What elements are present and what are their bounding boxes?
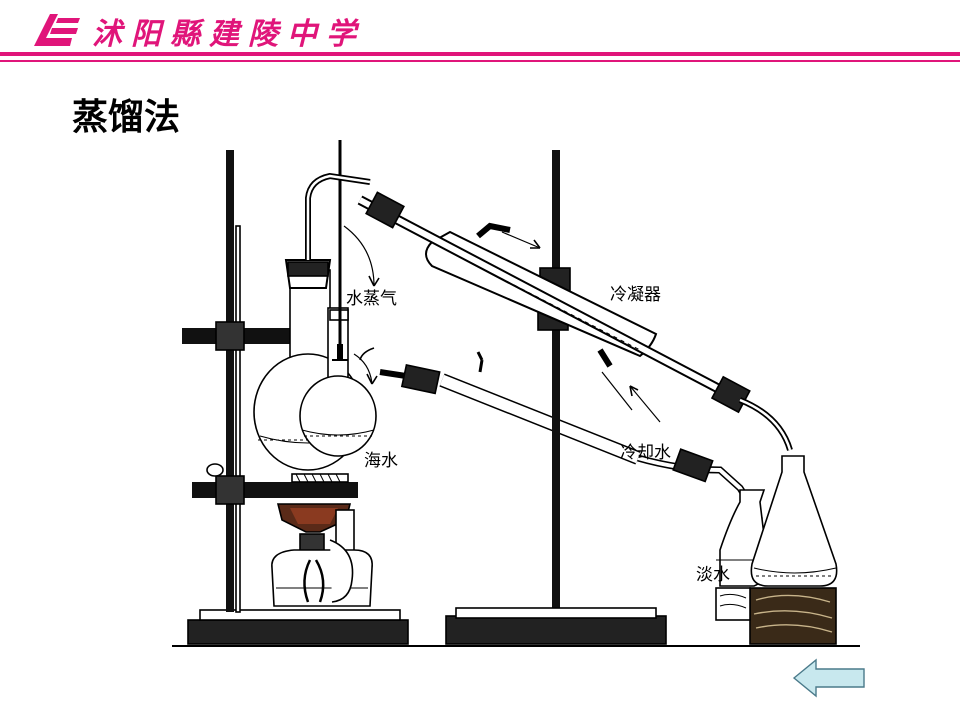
wooden-block [715, 587, 837, 645]
label-condenser: 冷凝器 [610, 285, 661, 305]
cooling-water-tube [379, 351, 763, 522]
middle-iron-stand [445, 150, 667, 645]
label-fresh-water: 淡水 [696, 565, 730, 585]
label-cooling-water: 冷却水 [620, 443, 671, 463]
header-rule-thin [0, 60, 960, 62]
alcohol-lamp [271, 503, 373, 607]
label-vapor: 水蒸气 [346, 289, 397, 309]
thermometer [332, 140, 348, 361]
header-rule [0, 52, 960, 56]
left-arrow-icon [792, 658, 865, 698]
back-button[interactable] [792, 658, 866, 698]
condenser [357, 191, 793, 451]
left-iron-stand [182, 150, 409, 645]
erlenmeyer-flask [750, 455, 838, 587]
school-logo-icon [34, 14, 80, 46]
header-banner: 沭阳縣建陵中学 [0, 0, 960, 64]
label-sea-water: 海水 [364, 451, 398, 471]
school-name: 沭阳縣建陵中学 [92, 17, 365, 52]
distillation-apparatus-diagram: 水蒸气 冷凝器 海水 冷却水 淡水 [172, 140, 860, 647]
slide-title: 蒸馏法 [72, 97, 181, 138]
